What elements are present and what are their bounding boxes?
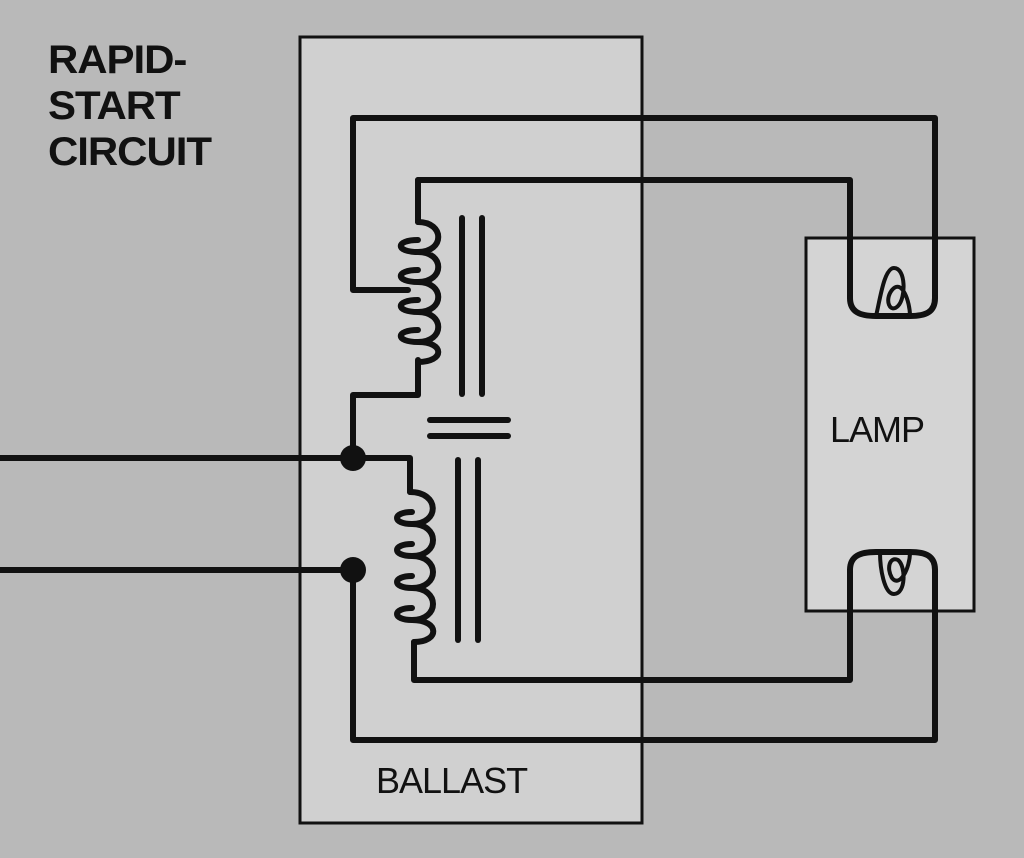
transformer-core: [455, 215, 485, 643]
top-coil-bottom-lead: [350, 357, 421, 461]
lamp-label: LAMP: [830, 409, 925, 450]
lamp-filament-bottom: [847, 549, 938, 573]
lamp-filament-top: [847, 295, 938, 319]
wire-outer-bottom: [350, 567, 938, 743]
capacitor: [427, 417, 511, 439]
top-coil: [397, 219, 442, 365]
lamp-filament-bottom-loop: [878, 550, 912, 596]
junction-node-2: [340, 557, 366, 583]
ballast-label: BALLAST: [376, 760, 528, 801]
junction-node-1: [340, 445, 366, 471]
ballast-box: [298, 35, 644, 825]
title-line-2: START: [48, 84, 181, 128]
wire-node1-to-coil: [350, 455, 413, 495]
wire-inner-bottom: [411, 567, 853, 683]
lamp-filament-top-loop: [874, 266, 912, 318]
title-line-1: RAPID-: [48, 38, 187, 82]
title-line-3: CIRCUIT: [48, 130, 212, 174]
wire-outer-top: [350, 115, 938, 301]
bottom-coil: [394, 489, 437, 645]
